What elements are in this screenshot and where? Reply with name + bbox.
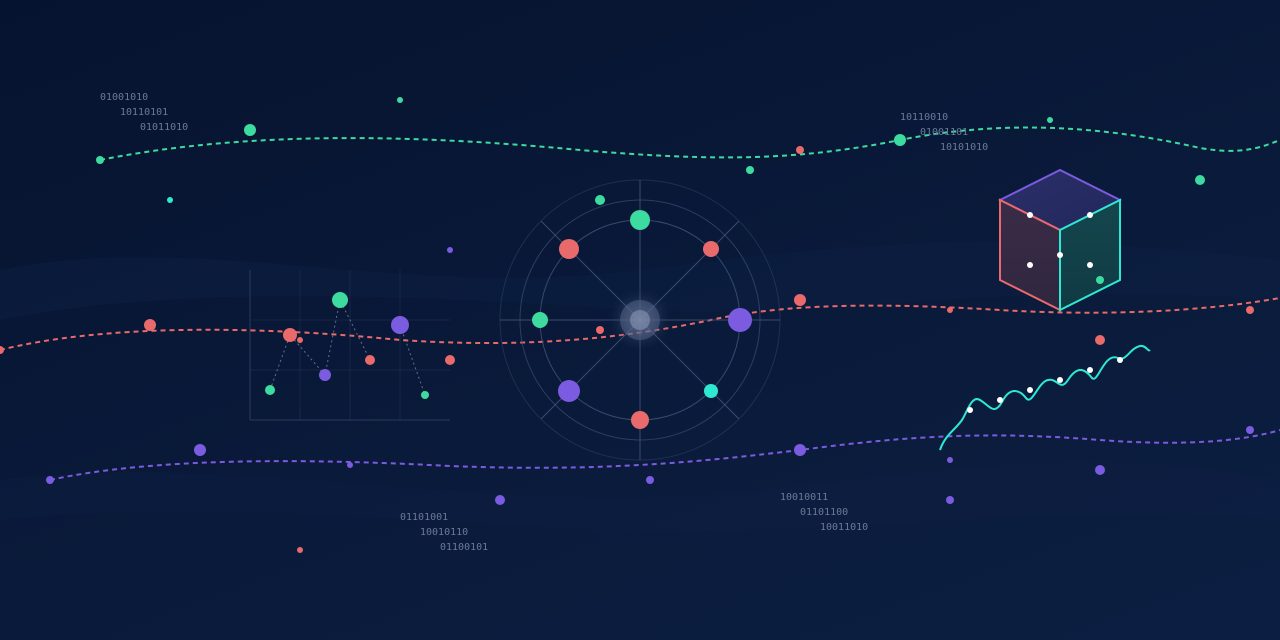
binary-line: 01001101 <box>920 127 968 138</box>
binary-line: 10010110 <box>420 527 468 538</box>
network-wheel-icon <box>499 179 781 461</box>
binary-line: 10011010 <box>820 522 868 533</box>
binary-line: 10101010 <box>940 142 988 153</box>
flow-line-coral <box>0 297 1280 351</box>
binary-line: 01011010 <box>140 122 188 133</box>
floating-dots <box>0 97 1254 553</box>
binary-line: 10110101 <box>120 107 168 118</box>
scatter-chart-icon <box>249 270 450 421</box>
binary-text-bottom-mid: 01101001 10010110 01100101 <box>400 512 488 553</box>
binary-text-top-left: 01001010 10110101 01011010 <box>100 92 188 133</box>
wave-signal-icon <box>939 344 1151 451</box>
binary-line: 01101100 <box>800 507 848 518</box>
binary-text-top-right: 10110010 01001101 10101010 <box>900 112 988 153</box>
binary-line: 10010011 <box>780 492 828 503</box>
binary-line: 10110010 <box>900 112 948 123</box>
binary-line: 01100101 <box>440 542 488 553</box>
flow-line-purple <box>49 429 1280 481</box>
binary-line: 01101001 <box>400 512 448 523</box>
binary-line: 01001010 <box>100 92 148 103</box>
cube-icon <box>997 168 1123 312</box>
binary-text-bottom-right: 10010011 01101100 10011010 <box>780 492 868 533</box>
flow-line-teal <box>99 126 1280 161</box>
